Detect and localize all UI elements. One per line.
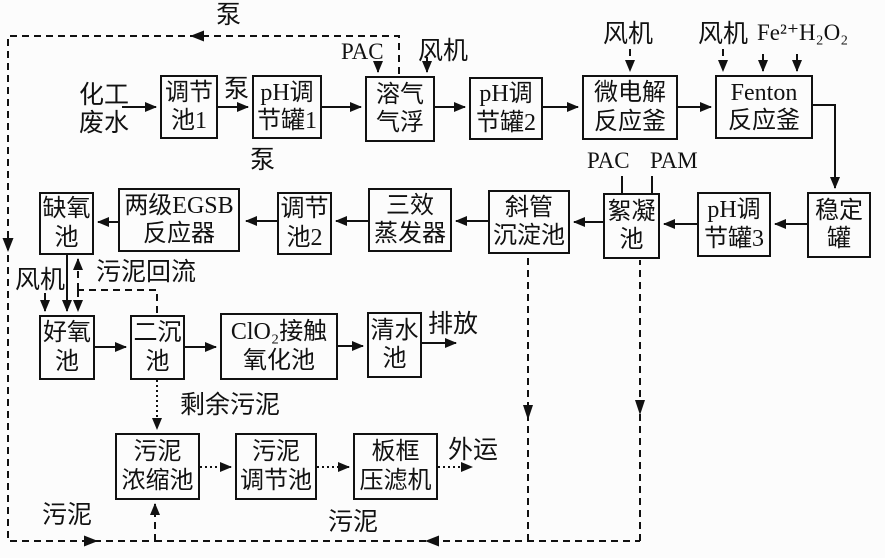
box-plate-frame-filter-press: 板框 压滤机 xyxy=(353,433,438,500)
box-clo2-contact-oxidation-tank: ClO₂接触 氧化池 xyxy=(220,313,338,380)
label-transport-out: 外运 xyxy=(448,437,499,464)
label-discharge: 排放 xyxy=(428,311,479,338)
box-regulating-tank-1: 调节 池1 xyxy=(160,75,218,139)
box-clear-water-tank: 清水 池 xyxy=(367,312,422,378)
box-two-stage-egsb-reactor: 两级EGSB 反应器 xyxy=(118,188,240,252)
label-pump-1: 泵 xyxy=(224,76,250,103)
box-sludge-thickening-tank: 污泥 浓缩池 xyxy=(115,433,200,500)
label-pac-dosing-top: PAC xyxy=(341,39,384,64)
label-sludge-return: 污泥回流 xyxy=(96,259,197,286)
label-excess-sludge: 剩余污泥 xyxy=(180,392,281,419)
box-flocculation-tank: 絮凝 池 xyxy=(603,193,660,259)
label-pac-flocculation: PAC xyxy=(587,148,630,173)
box-fenton-reactor: Fenton 反应釜 xyxy=(715,75,813,139)
label-pump-top: 泵 xyxy=(216,2,242,29)
box-ph-adjust-tank-1: pH调 节罐1 xyxy=(252,75,322,139)
box-microelectrolysis-reactor: 微电解 反应釜 xyxy=(582,75,678,140)
box-anoxic-tank: 缺氧 池 xyxy=(39,192,94,255)
box-sludge-regulating-tank: 污泥 调节池 xyxy=(235,433,317,500)
box-regulating-tank-2: 调节 池2 xyxy=(277,192,332,255)
box-aerobic-tank: 好氧 池 xyxy=(39,315,95,380)
label-blower-fenton: 风机 xyxy=(698,21,749,48)
label-blower-daf: 风机 xyxy=(418,38,469,65)
label-sludge-bottom-left: 污泥 xyxy=(42,502,93,529)
box-triple-effect-evaporator: 三效 蒸发器 xyxy=(368,188,452,252)
box-inclined-tube-settler: 斜管 沉淀池 xyxy=(488,190,570,254)
label-pam-flocculation: PAM xyxy=(650,148,698,173)
label-fe2-h2o2-dosing: Fe²⁺H₂O₂ xyxy=(757,20,849,45)
label-chemical-wastewater-source: 化工 废水 xyxy=(78,82,129,137)
label-sludge-bottom-mid: 污泥 xyxy=(328,509,379,536)
label-pump-2: 泵 xyxy=(250,147,276,174)
box-ph-adjust-tank-3: pH调 节罐3 xyxy=(697,192,771,257)
box-ph-adjust-tank-2: pH调 节罐2 xyxy=(469,77,543,140)
box-dissolved-air-flotation: 溶气 气浮 xyxy=(365,76,435,142)
label-blower-microelectrolysis: 风机 xyxy=(603,21,654,48)
label-blower-aerobic: 风机 xyxy=(15,267,66,294)
box-stabilization-tank: 稳定 罐 xyxy=(807,192,871,258)
box-secondary-clarifier: 二沉 池 xyxy=(130,315,185,380)
